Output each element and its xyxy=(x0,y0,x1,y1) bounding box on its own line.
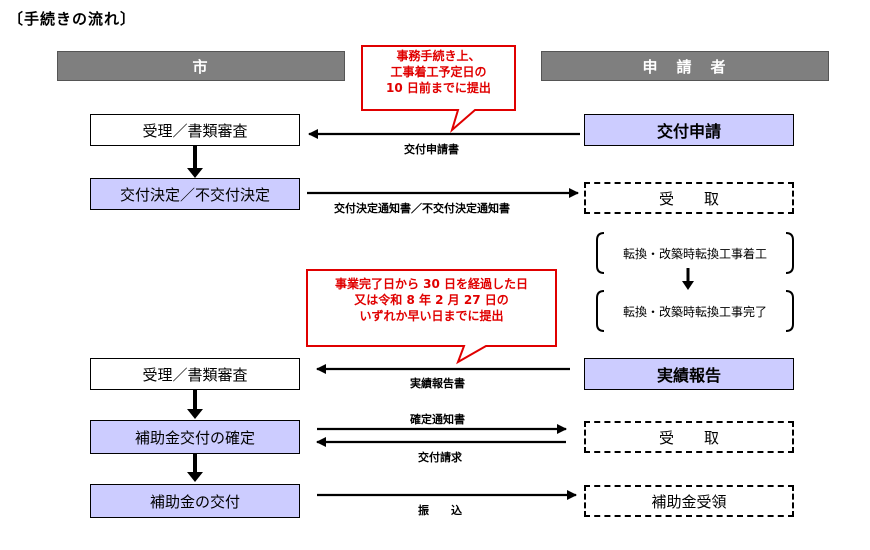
arrow-label-decision-notice: 交付決定通知書／不交付決定通知書 xyxy=(334,202,510,215)
city-header-label: 市 xyxy=(192,57,210,76)
callout2-line: 事業完了日から 30 日を経過した日 xyxy=(334,277,529,291)
step-label: 受 取 xyxy=(658,428,719,447)
step-label: 受理／書類審査 xyxy=(142,121,248,140)
applicant-step-application: 交付申請 xyxy=(584,114,794,146)
bracket-left-1 xyxy=(596,232,605,274)
city-step-grant-decision: 交付決定／不交付決定 xyxy=(90,178,300,210)
callout1-line: 工事着工予定日の xyxy=(390,65,487,79)
bracket-right-1 xyxy=(785,232,794,274)
city-header: 市 xyxy=(57,51,345,81)
applicant-step-construction-start: 転換・改築時転換工事着工 xyxy=(604,240,786,266)
arrow-label-payment-request: 交付請求 xyxy=(418,451,462,464)
step-label: 交付決定／不交付決定 xyxy=(119,185,270,204)
applicant-step-receive-2: 受 取 xyxy=(584,421,794,453)
arrow-label-performance-report: 実績報告書 xyxy=(410,377,465,390)
callout1-line: 10 日前までに提出 xyxy=(386,81,491,95)
city-step-subsidy-confirmation: 補助金交付の確定 xyxy=(90,420,300,454)
city-step-receipt-review-2: 受理／書類審査 xyxy=(90,358,300,390)
bracket-right-2 xyxy=(785,290,794,332)
step-label: 転換・改築時転換工事着工 xyxy=(622,246,767,261)
callout1-text: 事務手続き上、 工事着工予定日の 10 日前までに提出 xyxy=(362,48,515,96)
callout2-text: 事業完了日から 30 日を経過した日 又は令和 8 年 2 月 27 日の いず… xyxy=(307,276,556,324)
callout1-line: 事務手続き上、 xyxy=(396,49,481,63)
step-label: 補助金の交付 xyxy=(149,492,240,511)
applicant-step-construction-complete: 転換・改築時転換工事完了 xyxy=(604,298,786,324)
arrow-label-confirmation-notice: 確定通知書 xyxy=(410,413,465,426)
step-label: 補助金受領 xyxy=(651,492,727,511)
step-label: 受 取 xyxy=(658,189,719,208)
arrow-label-application-form: 交付申請書 xyxy=(404,143,459,156)
applicant-header: 申 請 者 xyxy=(541,51,829,81)
step-label: 実績報告 xyxy=(656,366,721,385)
callout1-bubble xyxy=(361,45,516,134)
callout2-line: いずれか早い日までに提出 xyxy=(359,309,504,323)
city-step-subsidy-payment: 補助金の交付 xyxy=(90,484,300,518)
step-label: 補助金交付の確定 xyxy=(134,428,255,447)
step-label: 受理／書類審査 xyxy=(142,365,248,384)
applicant-step-performance-report: 実績報告 xyxy=(584,358,794,390)
callout2-bubble xyxy=(306,269,557,365)
step-label: 交付申請 xyxy=(656,122,721,141)
step-label: 転換・改築時転換工事完了 xyxy=(622,304,767,319)
page-title: 〔手続きの流れ〕 xyxy=(8,10,137,28)
applicant-header-label: 申 請 者 xyxy=(642,57,728,76)
applicant-step-subsidy-receipt: 補助金受領 xyxy=(584,485,794,517)
city-step-receipt-review: 受理／書類審査 xyxy=(90,114,300,146)
callout2-line: 又は令和 8 年 2 月 27 日の xyxy=(354,293,509,307)
applicant-step-receive-1: 受 取 xyxy=(584,182,794,214)
bracket-left-2 xyxy=(596,290,605,332)
arrow-label-transfer: 振 込 xyxy=(418,504,462,517)
